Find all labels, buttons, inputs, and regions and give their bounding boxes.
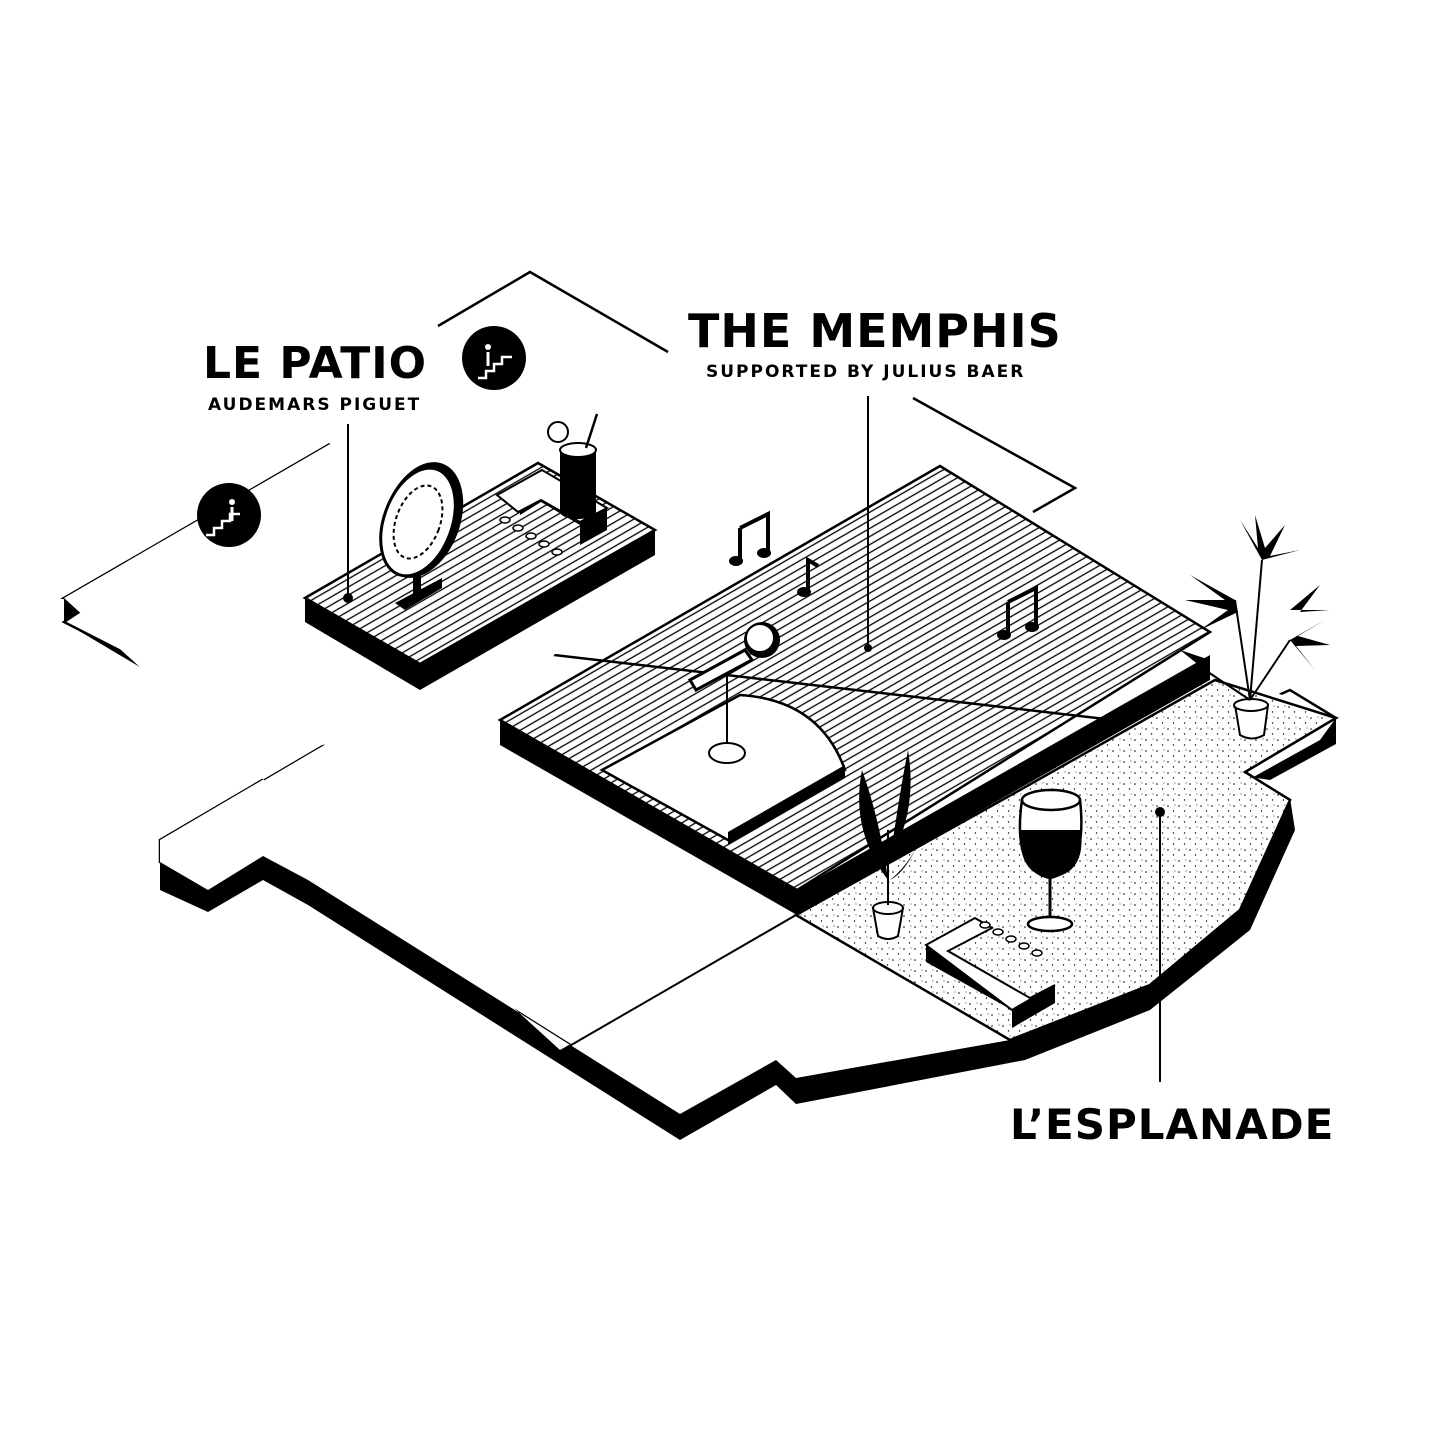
memphis-pointer-dot [864,644,872,652]
wine-glass-icon [1018,788,1083,933]
potted-plant-icon [859,750,925,940]
round-sign-icon [379,462,464,610]
music-note-icon [997,584,1039,640]
microphone-icon [687,622,780,764]
patio-title: LE PATIO [203,338,428,389]
memphis-title: THE MEMPHIS [688,304,1062,358]
cocktail-glass-icon [547,413,599,519]
memphis-stage-step [728,765,845,845]
memphis-platform-side [500,655,1210,915]
bar-counter-icon [924,916,1056,1028]
music-note-icon [729,510,771,566]
upper-level-outline [437,270,669,354]
memphis-sponsor: SUPPORTED BY JULIUS BAER [706,362,1026,382]
patio-platform-side [305,530,655,690]
stairs-down-icon [462,326,526,390]
potted-plant-icon [1180,515,1330,740]
esplanade-title: L’ESPLANADE [1010,1100,1335,1149]
patio-sponsor: AUDEMARS PIGUET [208,395,422,415]
floor-divider [565,914,797,1049]
esplanade-pointer-dot [1155,807,1165,817]
music-note-icon [797,556,820,597]
upper-level-outline-right [912,396,1078,514]
stairs-down-icon [197,483,261,547]
